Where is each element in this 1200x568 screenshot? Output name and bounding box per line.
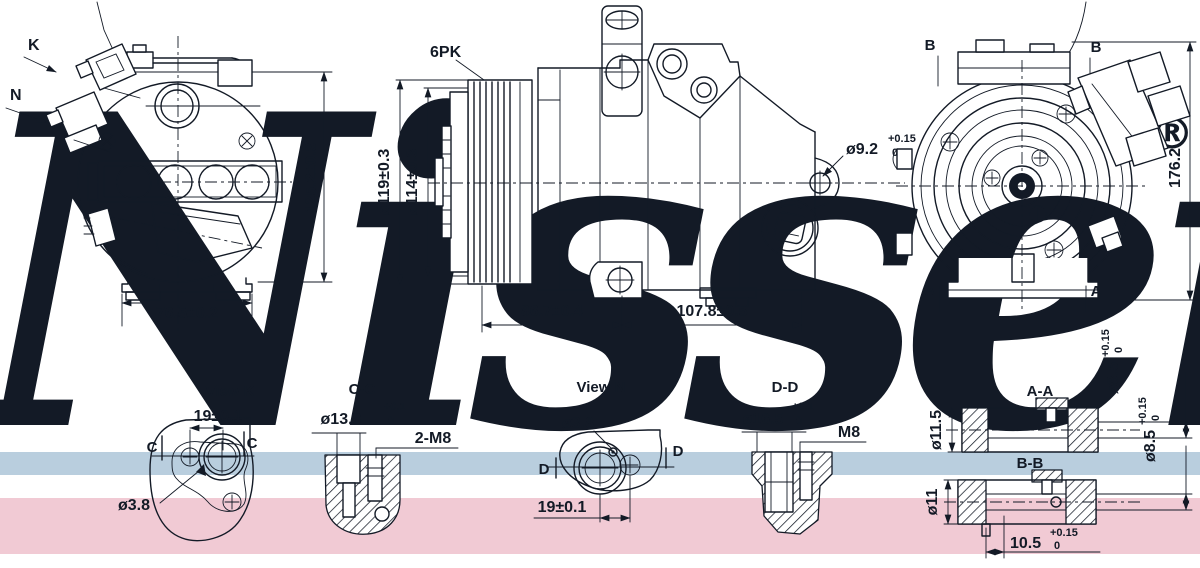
dim-bb-od: ø11 [924,489,941,516]
hole-k-lower [222,492,242,512]
section-a-left-label: A [925,283,936,300]
dim-rear-width: 76.5±0.2 [156,305,218,322]
dim-bb-bore: ø8.5 [1142,430,1159,462]
dim-n-pitch: 19±0.1 [538,499,587,516]
side-view: 6PK [376,5,916,333]
view-arrow-n-icon [5,107,47,123]
front-view: B B A A 176.2 [891,1,1197,313]
detail-k-title: View K [206,383,255,400]
screw-left [98,132,116,150]
dim-side-hole-tol-upper: +0.15 [888,133,916,145]
section-dd-title: D-D [772,379,799,396]
hole-k-left [180,447,200,467]
section-b-left-label: B [925,37,936,54]
dim-front-height: 176.2 [1167,148,1184,188]
section-dd: D-D ø16.5 +0.1 0 M8 [741,379,867,535]
belt-type-label: 6PK [430,44,462,61]
section-d-right-label: D [673,443,684,460]
dim-aa-tol-upper: +0.15 [1100,329,1112,357]
section-b-right-label: B [1091,39,1102,56]
section-a-right-label: A [1091,283,1102,300]
view-arrow-k-label: K [28,37,40,54]
dim-cc-tol-upper: +0.1 [384,401,406,413]
dim-dd-tol-lower: 0 [796,415,802,427]
dim-bb-offset: 10.5 [1010,535,1041,552]
dim-side-hole-tol-lower: 0 [892,147,898,159]
dim-len-rear: 107.8±0.5 [676,303,747,320]
dim-bb-tol-lower: 0 [1150,415,1162,421]
dim-belt-od: ø114±0.3 [404,149,421,216]
detail-view-n: View N D D ø3.8 19±0.1 [533,379,684,523]
dim-n-hole: ø3.8 [562,415,594,432]
hole-n-right [619,454,641,476]
dim-dd-bore: ø16.5 [743,411,784,428]
dim-bb-tol-upper: +0.15 [1137,397,1149,425]
detail-n-title: View N [577,379,626,396]
dim-cc-thread: 2-M8 [415,430,452,447]
dim-rear-height: 125.2±0.3 [303,142,320,213]
clutch-bolts [983,149,1049,223]
dim-bb-offset-tol-upper: +0.15 [1050,527,1078,539]
section-cc-title: C-C [349,381,376,398]
section-c-right-label: C [247,435,258,452]
dim-side-hole: ø9.2 [846,141,878,158]
rear-view: K N [5,1,333,336]
dim-aa-bore: ø8.5 [1105,362,1122,394]
section-d-left-label: D [539,461,550,478]
dim-dd-tol-upper: +0.1 [792,401,814,413]
dim-aa-tol-lower: 0 [1113,347,1125,353]
section-cc: C-C ø13.8 +0.1 0 2-M8 [311,381,459,535]
section-bb-title: B-B [1017,455,1044,472]
dim-pulley-od: ø119±0.3 [376,149,393,216]
dim-cc-tol-lower: 0 [388,415,394,427]
section-bb: B-B ø11 ø8.5 +0.15 0 10.5 +0.15 0 [924,397,1193,559]
dim-aa-od: ø11.5 [928,410,945,450]
dim-bb-bore-group: ø8.5 +0.15 0 [1137,397,1162,462]
dim-k-pitch: 19±0.1 [194,408,243,425]
dim-cc-bore: ø13.8 [321,411,362,428]
dim-len-front: 86.7±0.4 [521,303,583,320]
view-arrow-k-icon [23,56,57,73]
section-aa-title: A-A [1027,383,1054,400]
dim-dd-thread: M8 [838,424,860,441]
section-c-left-label: C [147,439,158,456]
view-arrow-n-label: N [10,87,22,104]
section-aa: A-A ø11.5 ø8.5 +0.15 0 [928,329,1193,453]
brand-bands [0,452,1200,554]
screw-right [238,132,256,150]
dim-bb-offset-tol-lower: 0 [1054,540,1060,552]
dim-aa-bore-group: ø8.5 +0.15 0 [1100,329,1125,394]
detail-view-k: View K C C 19±0.1 ø3.8 [118,383,258,542]
dim-k-hole: ø3.8 [118,497,150,514]
